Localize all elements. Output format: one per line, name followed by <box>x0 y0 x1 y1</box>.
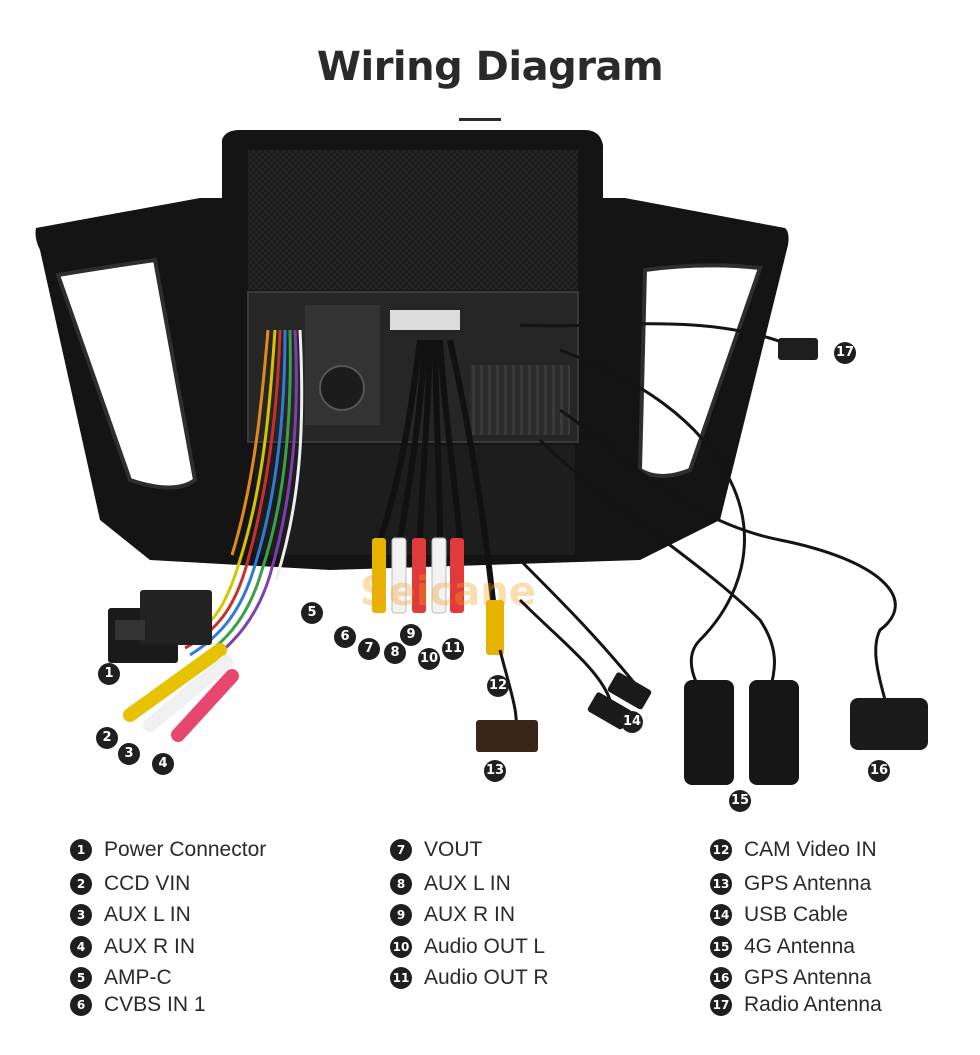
legend-item: 17 Radio Antenna <box>710 993 882 1017</box>
legend-label: 4G Antenna <box>744 935 855 958</box>
legend-label: CCD VIN <box>104 872 191 895</box>
legend-label: Audio OUT L <box>424 935 546 958</box>
legend-label: AMP-C <box>104 966 172 989</box>
legend-item: 8 AUX L IN <box>390 872 511 896</box>
antenna-modules <box>476 338 928 785</box>
legend-label: AUX R IN <box>424 903 516 926</box>
power-harness <box>179 329 304 670</box>
legend-item: 13 GPS Antenna <box>710 872 871 896</box>
callout-10: 10 <box>418 648 440 670</box>
left-rca-plugs <box>123 643 239 742</box>
legend-number: 11 <box>390 967 412 989</box>
radio-chassis <box>247 291 579 555</box>
legend-number: 8 <box>390 873 412 895</box>
legend-label: GPS Antenna <box>744 966 872 989</box>
legend-number: 10 <box>390 936 412 958</box>
legend-number: 17 <box>710 994 732 1016</box>
head-unit-photo: Seicane <box>35 130 928 785</box>
page-title: Wiring Diagram <box>316 44 664 90</box>
callout-9: 9 <box>400 624 422 646</box>
legend-item: 9 AUX R IN <box>390 903 515 927</box>
callout-2: 2 <box>96 727 118 749</box>
legend-item: 4 AUX R IN <box>70 935 195 959</box>
legend-item: 16 GPS Antenna <box>710 966 871 990</box>
callout-16: 16 <box>868 760 890 782</box>
title-underline <box>459 118 501 121</box>
legend-item: 14 USB Cable <box>710 903 848 927</box>
legend-item: 10 Audio OUT L <box>390 935 545 959</box>
legend-label: Radio Antenna <box>744 993 882 1016</box>
callout-12: 12 <box>487 675 509 697</box>
legend-item: 12 CAM Video IN <box>710 838 877 862</box>
callout-13: 13 <box>484 760 506 782</box>
center-rca-cables <box>377 339 498 621</box>
legend-label: CVBS IN 1 <box>104 993 206 1016</box>
legend-label: AUX L IN <box>104 903 191 926</box>
legend-label: AUX R IN <box>104 935 196 958</box>
legend-item: 15 4G Antenna <box>710 935 855 959</box>
center-rca-plugs <box>372 537 504 655</box>
legend-label: GPS Antenna <box>744 872 872 895</box>
callout-8: 8 <box>384 642 406 664</box>
antenna-cables <box>498 322 897 736</box>
callout-6: 6 <box>334 626 356 648</box>
legend-item: 6 CVBS IN 1 <box>70 993 206 1017</box>
legend-number: 12 <box>710 839 732 861</box>
legend-number: 13 <box>710 873 732 895</box>
legend-number: 6 <box>70 994 92 1016</box>
callout-15: 15 <box>729 790 751 812</box>
legend-item: 1 Power Connector <box>70 838 266 862</box>
legend-number: 3 <box>70 904 92 926</box>
legend-label: Audio OUT R <box>424 966 549 989</box>
callout-4: 4 <box>152 753 174 775</box>
legend-item: 7 VOUT <box>390 838 482 862</box>
legend-label: Power Connector <box>104 838 267 861</box>
legend-item: 5 AMP-C <box>70 966 172 990</box>
callout-3: 3 <box>118 743 140 765</box>
legend-number: 7 <box>390 839 412 861</box>
legend-number: 9 <box>390 904 412 926</box>
legend-number: 1 <box>70 839 92 861</box>
power-connector <box>108 590 212 663</box>
legend-item: 11 Audio OUT R <box>390 966 549 990</box>
callout-7: 7 <box>358 638 380 660</box>
callout-11: 11 <box>442 638 464 660</box>
callout-1: 1 <box>98 663 120 685</box>
callout-5: 5 <box>301 602 323 624</box>
legend-number: 2 <box>70 873 92 895</box>
legend-number: 14 <box>710 904 732 926</box>
legend-number: 4 <box>70 936 92 958</box>
legend-item: 3 AUX L IN <box>70 903 191 927</box>
legend-label: VOUT <box>424 838 483 861</box>
legend-label: USB Cable <box>744 903 848 926</box>
callout-14: 14 <box>621 711 643 733</box>
legend-label: CAM Video IN <box>744 838 877 861</box>
legend-number: 5 <box>70 967 92 989</box>
legend-item: 2 CCD VIN <box>70 872 190 896</box>
legend-label: AUX L IN <box>424 872 511 895</box>
callout-17: 17 <box>834 342 856 364</box>
legend-number: 15 <box>710 936 732 958</box>
watermark: Seicane <box>360 569 536 615</box>
legend-number: 16 <box>710 967 732 989</box>
